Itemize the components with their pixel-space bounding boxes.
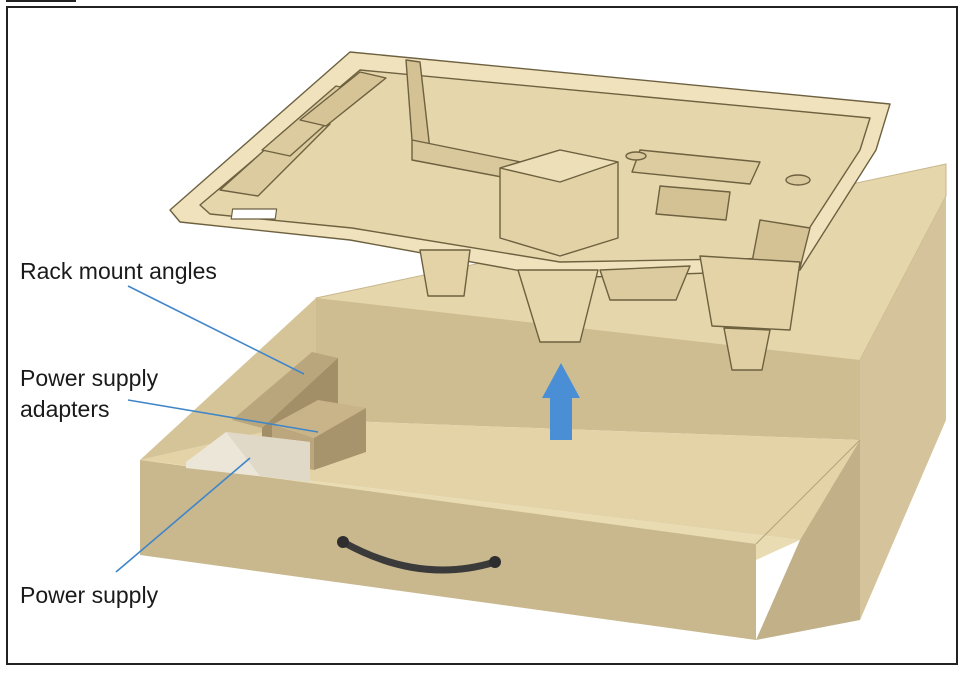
rack-mount-angles-top — [232, 352, 338, 428]
leader-rack-mount-angles — [127, 285, 305, 375]
power-supply-adapters-front — [314, 408, 366, 470]
box-handle — [339, 538, 499, 574]
box-front-face — [140, 460, 756, 640]
box-right-side — [860, 196, 946, 620]
frame-tab — [6, 0, 76, 8]
box-right-side-rim — [756, 440, 860, 640]
arrow-up-icon — [542, 363, 580, 440]
leader-power-supply — [115, 457, 251, 573]
label-rack-mount-angles: Rack mount angles — [20, 258, 217, 284]
power-supply-block-side — [226, 432, 310, 482]
label-power-supply-adapters-line2: adapters — [20, 396, 110, 422]
label-power-supply: Power supply — [20, 582, 159, 608]
leader-power-supply-adapters — [127, 399, 319, 433]
packaging-tray — [169, 51, 891, 371]
box-inner-back-wall — [316, 298, 860, 440]
label-power-supply-adapters-line1: Power supply — [20, 365, 159, 391]
